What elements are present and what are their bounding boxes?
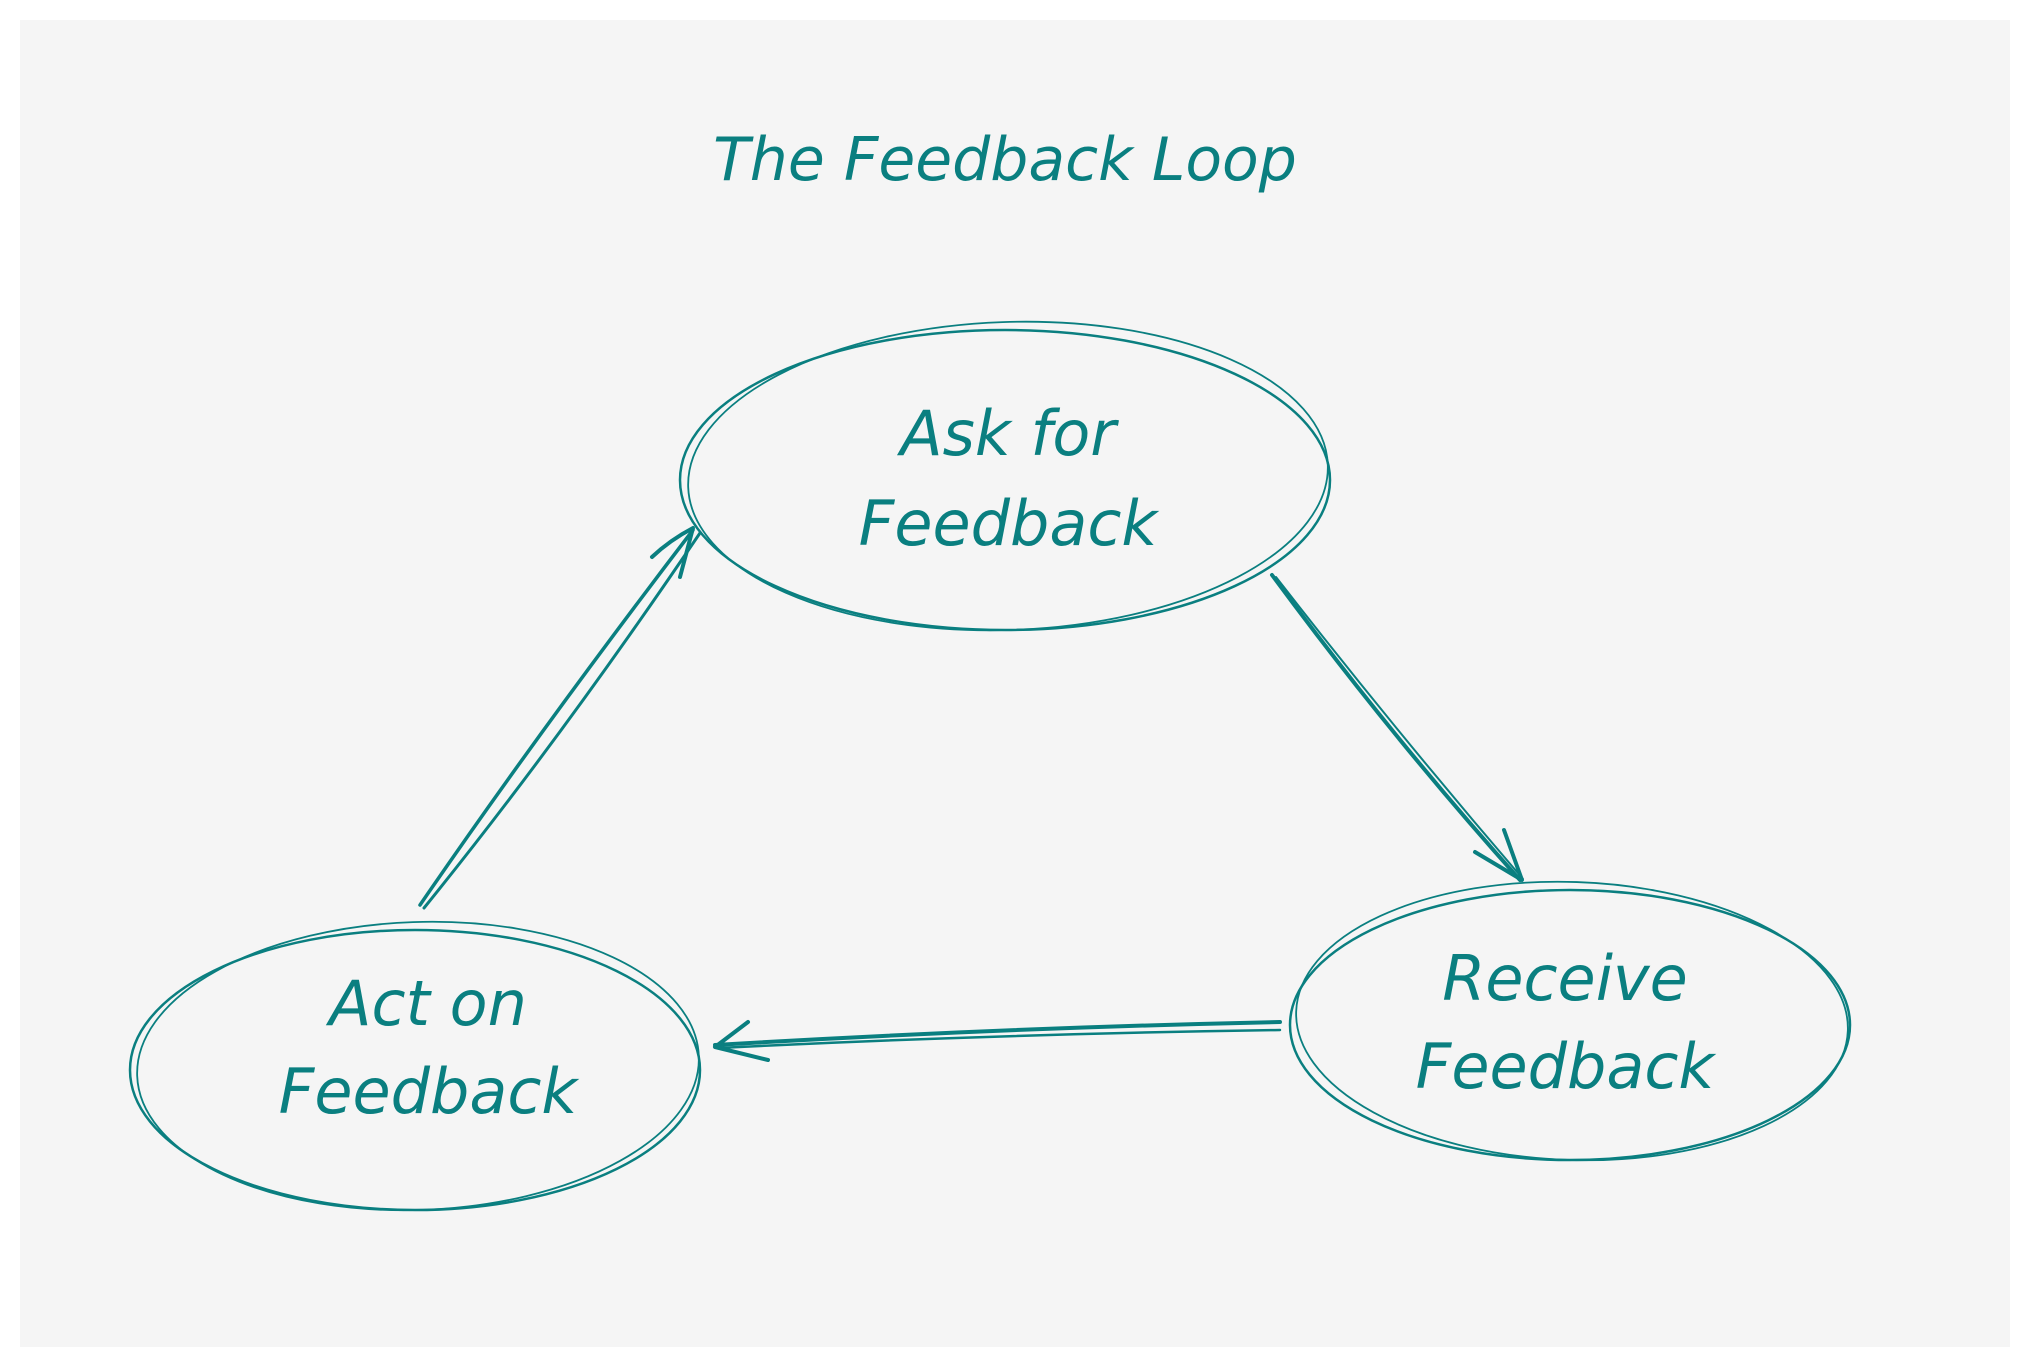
diagram-title: The Feedback Loop	[713, 125, 1297, 195]
node-ask-label-line2: Feedback	[859, 487, 1160, 560]
node-act-outline-sketch	[136, 920, 700, 1212]
node-receive-feedback[interactable]: Receive Feedback	[1288, 872, 1853, 1169]
arrowhead-icon	[650, 526, 695, 579]
arrow-line-sketch	[716, 1028, 1282, 1050]
node-receive-outline-sketch	[1295, 880, 1849, 1162]
diagram-canvas	[20, 20, 2010, 1347]
node-act-on-feedback[interactable]: Act on Feedback	[128, 912, 704, 1219]
arrow-line-sketch	[1275, 576, 1524, 880]
node-act-label-line1: Act on	[325, 967, 527, 1040]
arrow-line-sketch	[422, 531, 702, 910]
arrowhead-icon	[713, 1020, 770, 1062]
edge-ask-to-receive	[1270, 573, 1524, 882]
node-receive-label-line1: Receive	[1442, 942, 1688, 1015]
arrow-line	[713, 1020, 1282, 1047]
node-ask-label-line1: Ask for	[896, 397, 1119, 470]
edge-act-to-ask	[418, 526, 702, 910]
node-receive-outline	[1288, 888, 1852, 1162]
node-act-label-line2: Feedback	[279, 1055, 580, 1128]
node-ask-outline-sketch	[687, 320, 1329, 632]
arrowhead-icon	[1473, 828, 1524, 882]
node-ask-for-feedback[interactable]: Ask for Feedback	[678, 311, 1333, 641]
arrow-line	[418, 528, 695, 907]
node-receive-label-line2: Feedback	[1416, 1030, 1717, 1103]
edge-receive-to-act	[713, 1020, 1282, 1062]
arrow-line	[1270, 573, 1522, 882]
